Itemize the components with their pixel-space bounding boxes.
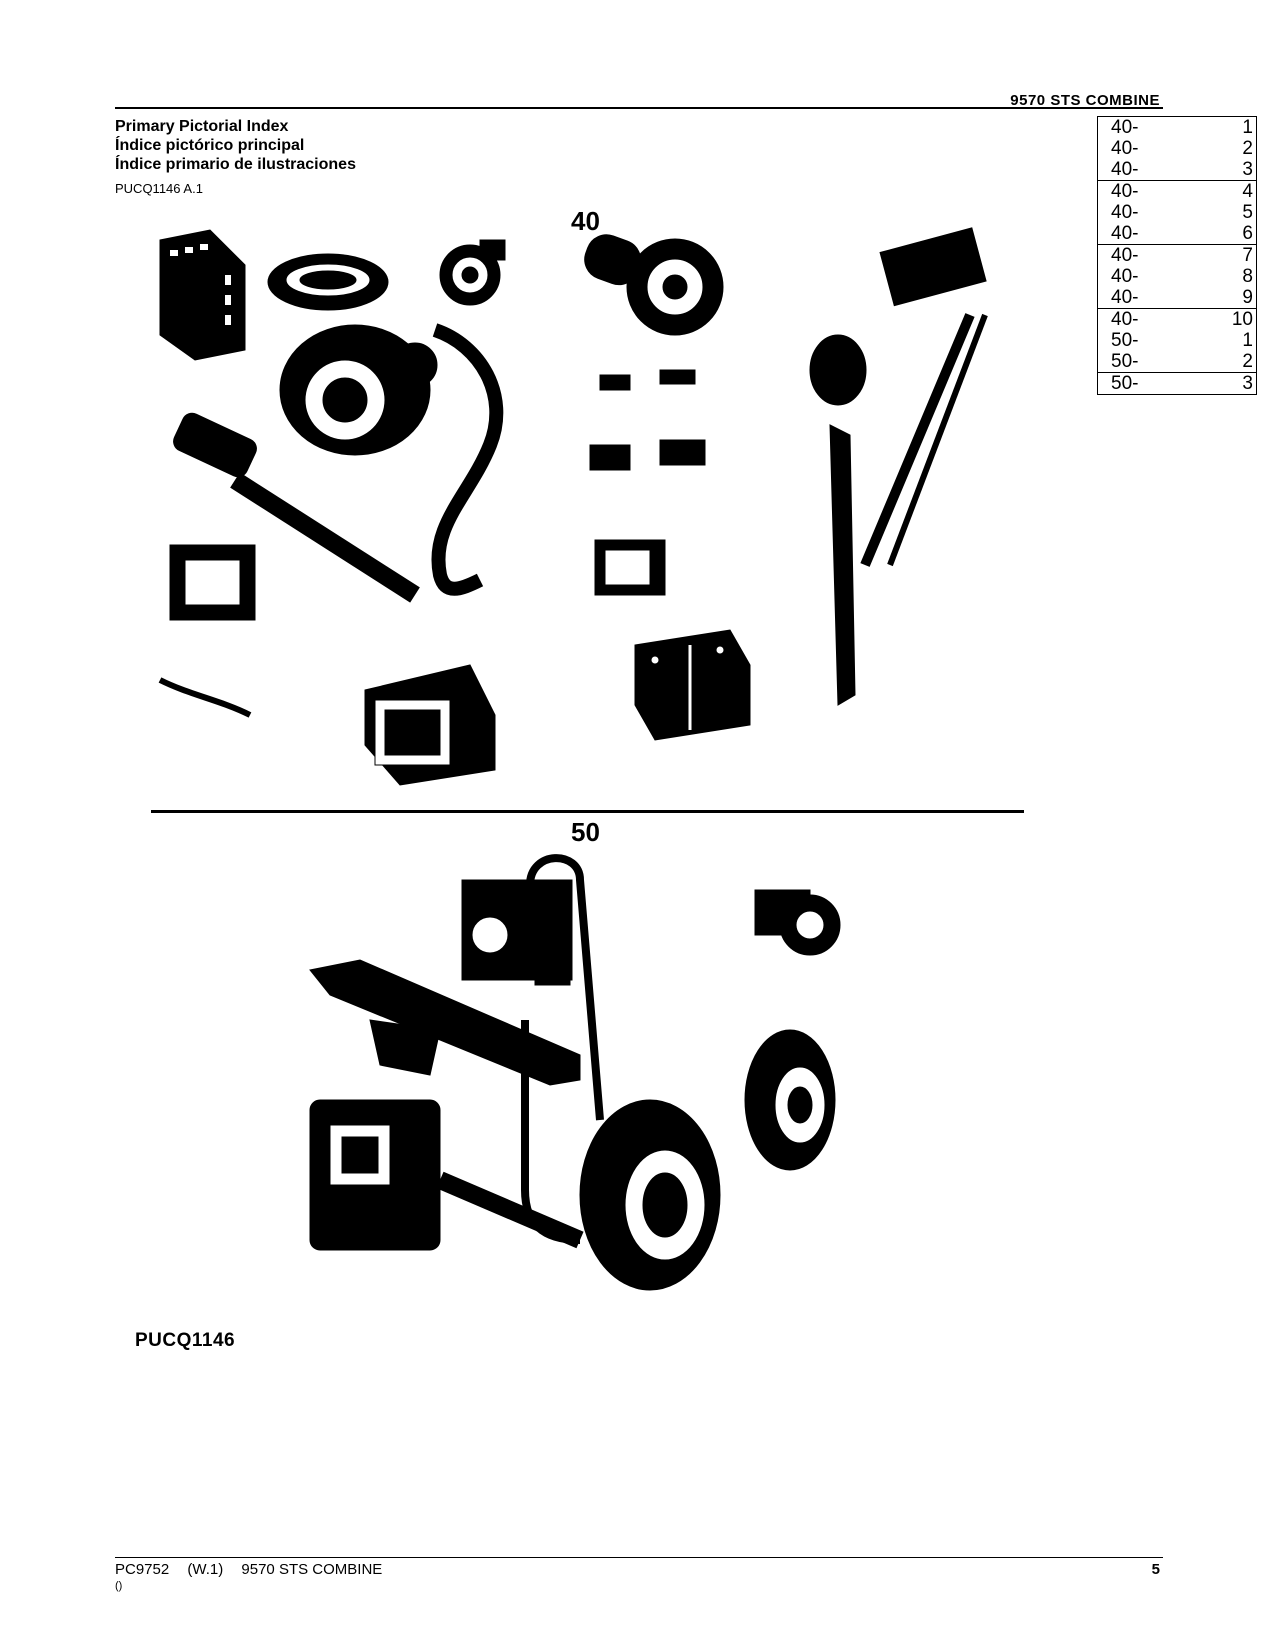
footer-version: (W.1) [187, 1561, 224, 1578]
dome-light-icon [267, 253, 389, 311]
terminal-connectors-icon [589, 369, 706, 471]
section-index-table: 40-1 40-2 40-3 40-4 40-5 40-6 40-7 40-8 … [1097, 116, 1257, 395]
section-label-40[interactable]: 40 [571, 206, 600, 236]
footer-rule [115, 1557, 1163, 1558]
page-number: 5 [1151, 1561, 1160, 1578]
index-link-50-1[interactable]: 50-1 [1111, 330, 1253, 351]
index-group: 40-7 40-8 40-9 [1098, 245, 1256, 309]
wire-harness-icon [158, 677, 252, 718]
index-link-50-2[interactable]: 50-2 [1111, 351, 1253, 372]
footer-info: PC9752 (W.1) 9570 STS COMBINE [115, 1561, 396, 1578]
hydraulic-pump-icon [461, 879, 573, 986]
footer-model: 9570 STS COMBINE [241, 1561, 383, 1578]
section-50-parts[interactable] [740, 880, 860, 1200]
hydraulic-motor-icon [309, 1099, 441, 1251]
hydraulic-hose-icon [526, 854, 604, 1121]
index-link-50-3[interactable]: 50-3 [1111, 373, 1253, 394]
index-link-40-4[interactable]: 40-4 [1111, 181, 1253, 202]
work-light-icon [439, 239, 506, 306]
index-group: 50-3 [1098, 373, 1256, 394]
wiper-motor-icon [584, 234, 724, 336]
fuse-box-icon [364, 664, 496, 786]
section-40-illustration[interactable] [150, 225, 1050, 805]
controller-module-icon [159, 229, 246, 361]
footer-doc: PC9752 [115, 1561, 170, 1578]
index-link-40-3[interactable]: 40-3 [1111, 159, 1253, 180]
gearbox-icon [754, 889, 841, 956]
title-portuguese: Índice pictórico principal [115, 137, 305, 154]
wiper-arm-icon [809, 227, 988, 706]
index-link-40-8[interactable]: 40-8 [1111, 266, 1253, 287]
index-group: 40-10 50-1 50-2 [1098, 309, 1256, 373]
drive-shaft-icon [436, 1171, 584, 1249]
axle-beam-icon [309, 959, 581, 1086]
index-link-40-6[interactable]: 40-6 [1111, 223, 1253, 244]
title-english: Primary Pictorial Index [115, 118, 289, 135]
index-link-40-1[interactable]: 40-1 [1111, 117, 1253, 138]
index-link-40-9[interactable]: 40-9 [1111, 287, 1253, 308]
alternator-icon [279, 324, 438, 456]
wheel-hub-icon [579, 1099, 721, 1291]
section-label-50[interactable]: 50 [571, 817, 600, 847]
index-link-40-10[interactable]: 40-10 [1111, 309, 1253, 330]
page-titles: Primary Pictorial Index Índice pictórico… [115, 117, 356, 174]
index-group: 40-4 40-5 40-6 [1098, 181, 1256, 245]
linear-actuator-icon [173, 412, 420, 603]
title-spanish: Índice primario de ilustraciones [115, 156, 356, 173]
index-group: 40-1 40-2 40-3 [1098, 117, 1256, 181]
index-link-40-7[interactable]: 40-7 [1111, 245, 1253, 266]
section-divider [151, 810, 1024, 813]
coiled-cable-icon [431, 323, 504, 596]
tire-icon [744, 1029, 836, 1171]
header-model: 9570 STS COMBINE [1010, 92, 1160, 109]
index-link-40-2[interactable]: 40-2 [1111, 138, 1253, 159]
figure-label: PUCQ1146 [135, 1330, 236, 1351]
section-50-illustration[interactable] [300, 850, 860, 1320]
index-link-40-5[interactable]: 40-5 [1111, 202, 1253, 223]
battery-icon [634, 629, 751, 741]
footer-paren: () [115, 1580, 123, 1592]
header-rule [115, 107, 1163, 109]
doc-reference: PUCQ1146 A.1 [115, 181, 203, 196]
